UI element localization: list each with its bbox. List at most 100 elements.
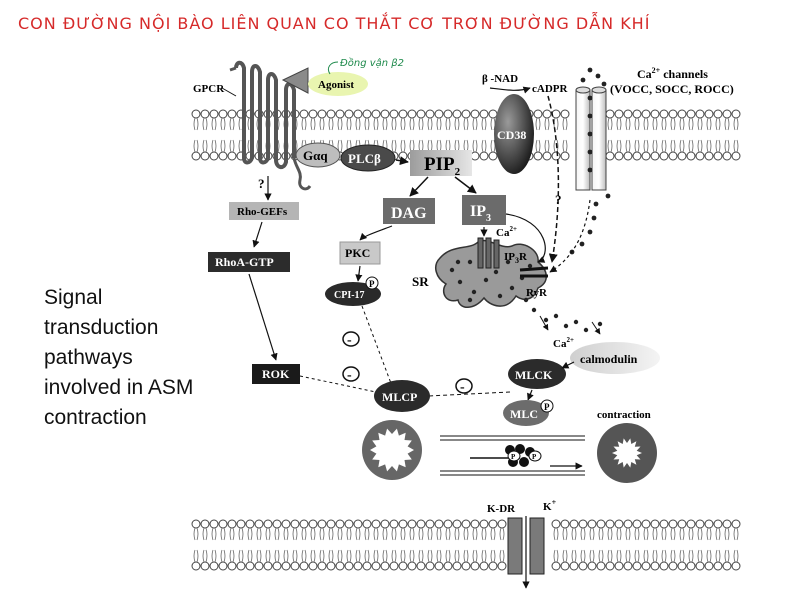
caption: Signal transduction pathways involved in… <box>44 283 244 433</box>
question-mark-gpcr: ? <box>258 176 265 191</box>
ip3-receptor-channel <box>477 237 500 269</box>
calmodulin-label: calmodulin <box>580 352 638 366</box>
calcium-influx-dots <box>569 67 611 255</box>
rok-label: ROK <box>262 367 290 381</box>
dag-label: DAG <box>391 205 427 222</box>
sr-label: SR <box>412 274 429 289</box>
inhibit-minus-icon: - <box>342 366 360 383</box>
calmodulin-ca-label: Ca2+ <box>553 336 574 350</box>
arrow-channel-to-sr <box>549 199 591 273</box>
pkc-box <box>339 241 381 265</box>
arrow-calmodulin-to-mlck <box>561 361 575 369</box>
sr-ca-label: Ca2+ <box>496 225 517 239</box>
filament-phospho-icon: P <box>528 450 542 462</box>
caption-line: Signal <box>44 286 103 309</box>
caption-line: contraction <box>44 406 147 429</box>
mlc-phospho-label: P <box>544 402 550 412</box>
handwritten-title: CON ĐƯỜNG NỘI BÀO LIÊN QUAN CO THẮT CƠ T… <box>18 14 651 33</box>
arrow-dag-to-pkc <box>359 225 393 241</box>
mlcp-node <box>374 380 430 412</box>
arrow-pip2-to-ip3 <box>454 176 477 194</box>
svg-text:P: P <box>511 453 516 461</box>
mlck-label: MLCK <box>515 368 553 382</box>
agonist-triangle-icon <box>281 67 309 94</box>
link-cpi17-mlcp <box>361 305 393 387</box>
galpha-q-node <box>295 142 341 168</box>
cpi17-phospho-icon <box>365 276 379 290</box>
arrow-ca-into-sr <box>505 213 546 263</box>
question-mark-cadpr: ? <box>555 192 562 207</box>
svg-text:P: P <box>532 453 537 461</box>
svg-text:-: - <box>347 333 352 348</box>
gpcr-label: GPCR <box>193 83 225 95</box>
cadpr-label: cADPR <box>532 83 568 95</box>
cd38-node <box>494 94 534 174</box>
beta-nad-label: β -NAD <box>482 73 518 85</box>
rho-gefs-label: Rho-GEFs <box>237 206 288 218</box>
mlck-node <box>508 359 566 389</box>
arrow-pkc-to-cpi17 <box>355 265 363 282</box>
filament-phospho-icon: P <box>507 450 521 462</box>
pip2-label: PIP2 <box>424 154 461 178</box>
caption-line: pathways <box>44 346 133 369</box>
arrow-ca-release-1 <box>539 315 549 331</box>
ca-channels-list: (VOCC, SOCC, ROCC) <box>610 82 734 96</box>
rhoa-gtp-label: RhoA-GTP <box>215 255 274 269</box>
agonist-note: Đồng vận β2 <box>340 57 404 69</box>
gpcr-receptor <box>229 60 312 191</box>
rhoa-gtp-box <box>208 252 290 272</box>
caption-line: transduction <box>44 316 159 339</box>
agonist-note-pointer <box>327 61 339 75</box>
cpi17-node <box>325 282 381 306</box>
svg-text:-: - <box>460 380 465 395</box>
agonist-label: Agonist <box>318 79 354 91</box>
plc-beta-label: PLCβ <box>348 151 381 166</box>
cpi17-phospho-label: P <box>369 279 375 289</box>
calmodulin-node <box>570 342 660 374</box>
contracted-airway-icon <box>597 423 657 483</box>
arrow-nad-to-cadpr <box>489 86 531 94</box>
potassium-channel <box>507 517 545 575</box>
calcium-release-dots <box>523 297 603 333</box>
arrow-mlck-to-mlc <box>527 389 534 401</box>
agonist-highlight <box>308 72 368 96</box>
mlc-label: MLC <box>510 407 538 421</box>
ca-channels-title: Ca2+ channels <box>637 66 708 81</box>
arrow-plc-to-pip2 <box>395 156 409 166</box>
ip3r-label: IP3R <box>504 251 528 265</box>
svg-text:-: - <box>347 368 352 383</box>
link-mlck-mlcp <box>427 391 511 397</box>
caption-line: involved in ASM <box>44 376 194 399</box>
contraction-label: contraction <box>597 409 651 421</box>
inhibit-minus-icon: - <box>342 331 360 348</box>
cd38-label: CD38 <box>497 128 526 142</box>
k-ion-label: K+ <box>543 498 557 513</box>
inhibit-minus-icon: - <box>455 378 473 395</box>
ip3-label: IP3 <box>470 203 491 224</box>
relaxed-airway-icon <box>362 420 422 480</box>
pip2-box <box>410 150 472 176</box>
plc-beta-node <box>340 144 396 172</box>
mlcp-label: MLCP <box>382 390 417 404</box>
rho-gefs-box <box>229 202 299 220</box>
mlc-node <box>503 400 549 426</box>
ip3-box <box>462 195 506 225</box>
arrow-cadpr-to-ryr <box>547 95 560 263</box>
ryanodine-receptor <box>519 266 549 278</box>
dag-box <box>383 198 435 224</box>
arrow-rhogefs-to-rhoa <box>252 221 263 248</box>
arrow-rhoa-to-rok <box>248 273 278 361</box>
arrow-pip2-to-dag <box>409 176 429 197</box>
galpha-q-label: Gαq <box>303 148 328 163</box>
rok-box <box>252 364 300 384</box>
gpcr-pointer <box>221 87 237 97</box>
calcium-channel <box>575 86 607 191</box>
kdr-label: K-DR <box>487 503 516 515</box>
link-rok-mlcp <box>299 375 377 393</box>
ryr-label: RyR <box>526 287 548 299</box>
cell-membrane-bottom <box>191 519 741 571</box>
arrow-ca-release-2 <box>591 321 601 335</box>
sr-calcium-stores <box>449 259 533 303</box>
cpi17-label: CPI-17 <box>334 290 365 301</box>
